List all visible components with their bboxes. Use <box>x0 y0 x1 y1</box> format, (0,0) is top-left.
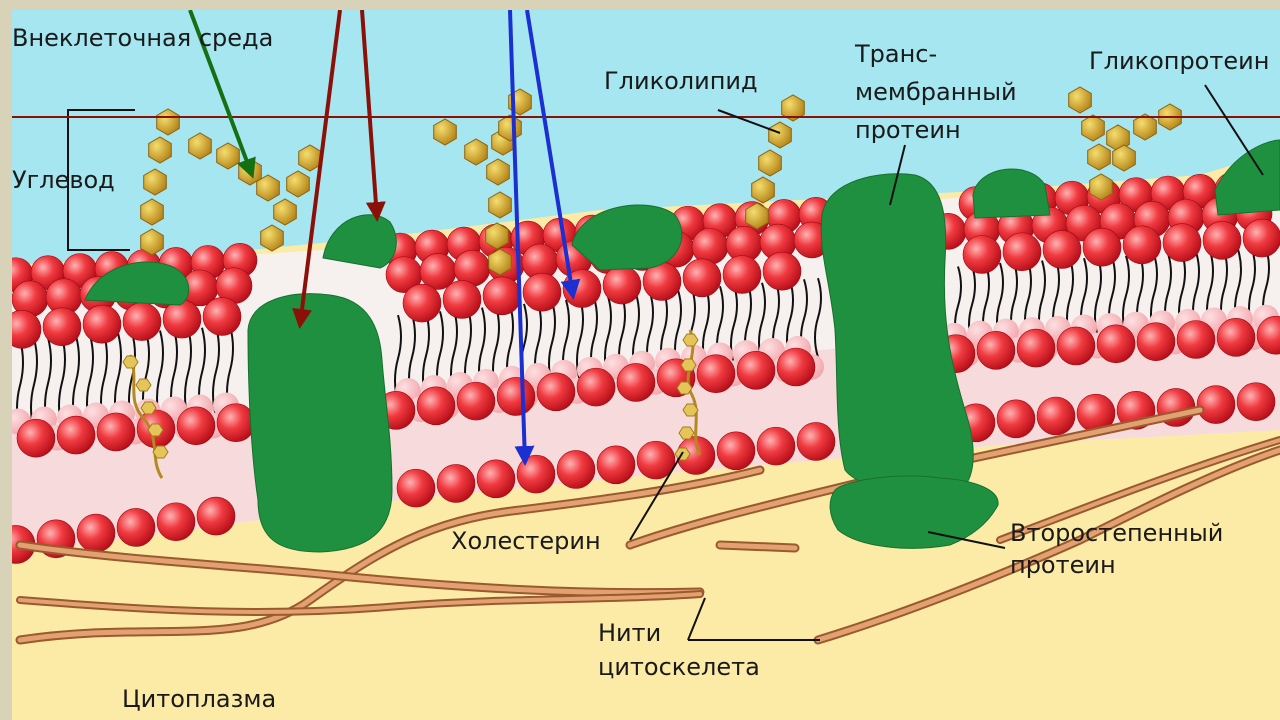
lipid-head <box>117 508 155 546</box>
lipid-head <box>1003 233 1041 271</box>
lipid-head <box>43 308 81 346</box>
lipid-head <box>477 460 515 498</box>
lipid-head <box>577 368 615 406</box>
lipid-head <box>417 387 455 425</box>
lipid-head <box>617 363 655 401</box>
lipid-head <box>557 450 595 488</box>
cholesterol-ring <box>677 382 692 394</box>
lipid-head <box>692 228 728 264</box>
lipid-head <box>163 300 201 338</box>
lipid-head <box>683 259 721 297</box>
lipid-head <box>123 303 161 341</box>
lipid-head <box>737 351 775 389</box>
lipid-head <box>1043 230 1081 268</box>
lipid-head <box>1137 323 1175 361</box>
lipid-head <box>1163 224 1201 262</box>
lipid-head <box>57 416 95 454</box>
lipid-head <box>403 284 441 322</box>
lipid-head <box>1237 383 1275 421</box>
lipid-head <box>437 464 475 502</box>
lipid-head <box>397 469 435 507</box>
lipid-head <box>797 422 835 460</box>
filaments-label-line2: цитоскелета <box>598 654 760 680</box>
lipid-head <box>177 407 215 445</box>
lipid-head <box>1097 325 1135 363</box>
peripheral-protein-label-line1: Второстепенный <box>1010 520 1223 546</box>
cholesterol-ring <box>683 404 698 416</box>
lipid-head <box>1243 219 1280 257</box>
lipid-head <box>17 419 55 457</box>
lipid-head <box>197 497 235 535</box>
lipid-head <box>157 503 195 541</box>
cholesterol-ring <box>123 356 138 368</box>
lipid-head <box>1203 221 1241 259</box>
lipid-head <box>457 382 495 420</box>
membrane-diagram: Внеклеточная среда Углевод Гликолипид Тр… <box>12 10 1280 720</box>
lipid-head <box>497 377 535 415</box>
filaments-label-line1: Нити <box>598 620 661 646</box>
lipid-head <box>1017 329 1055 367</box>
cytoplasm-label: Цитоплазма <box>122 686 276 712</box>
transmembrane-label-line3: протеин <box>855 117 961 143</box>
lipid-head <box>1057 327 1095 365</box>
lipid-head <box>1217 318 1255 356</box>
lipid-head <box>603 266 641 304</box>
lipid-head <box>1123 226 1161 264</box>
lipid-head <box>83 305 121 343</box>
lipid-head <box>523 273 561 311</box>
lipid-head <box>1197 386 1235 424</box>
lipid-head <box>483 277 521 315</box>
lipid-head <box>697 355 735 393</box>
cholesterol-ring <box>141 402 156 414</box>
transmembrane-label-line2: мембранный <box>855 79 1017 105</box>
lipid-head <box>1037 397 1075 435</box>
lipid-head <box>997 400 1035 438</box>
cholesterol-ring <box>148 424 163 436</box>
channel-protein <box>248 294 392 552</box>
lipid-head <box>517 455 555 493</box>
cholesterol-ring <box>679 427 694 439</box>
glycoprotein-label: Гликопротеин <box>1089 48 1269 74</box>
lipid-head <box>443 280 481 318</box>
glycolipid-label: Гликолипид <box>604 68 758 94</box>
transmembrane-label-line1: Транс- <box>855 41 937 67</box>
membrane-illustration <box>12 10 1280 720</box>
cholesterol-ring <box>681 359 696 371</box>
lipid-head <box>1083 228 1121 266</box>
cholesterol-ring <box>683 334 698 346</box>
lipid-head <box>77 514 115 552</box>
lipid-head <box>537 373 575 411</box>
lipid-head <box>977 331 1015 369</box>
lipid-head <box>1177 321 1215 359</box>
extracellular-label: Внеклеточная среда <box>12 25 273 51</box>
lipid-head <box>97 413 135 451</box>
lipid-head <box>597 446 635 484</box>
lipid-head <box>717 432 755 470</box>
cholesterol-label: Холестерин <box>451 528 601 554</box>
peripheral-protein-label-line2: протеин <box>1010 552 1116 578</box>
lipid-head <box>757 427 795 465</box>
lipid-head <box>723 256 761 294</box>
lipid-head <box>203 297 241 335</box>
cholesterol-ring <box>136 379 151 391</box>
lipid-head <box>763 252 801 290</box>
cholesterol-ring <box>153 446 168 458</box>
lipid-head <box>777 348 815 386</box>
lipid-head <box>963 236 1001 274</box>
carbohydrate-label: Углевод <box>12 167 115 193</box>
